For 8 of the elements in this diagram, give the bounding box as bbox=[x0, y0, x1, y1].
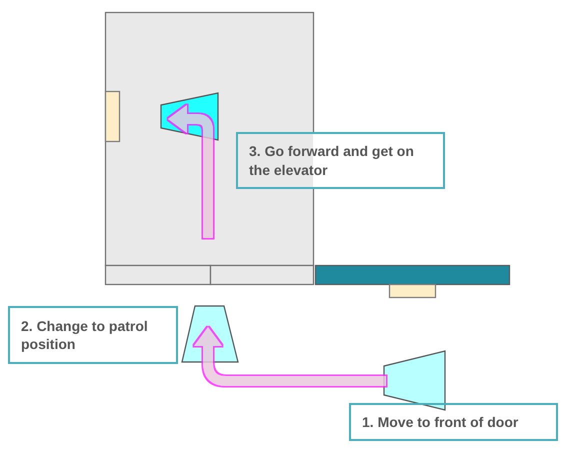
trapezoid-marker bbox=[383, 350, 446, 411]
trapezoid-marker bbox=[181, 305, 239, 363]
trapezoid-marker bbox=[160, 92, 220, 142]
step-callout: 3. Go forward and get on the elevator bbox=[236, 132, 445, 189]
arrow bbox=[194, 327, 386, 386]
step-callout: 1. Move to front of door bbox=[349, 403, 558, 441]
step-callout: 2. Change to patrol position bbox=[8, 306, 178, 364]
arrow bbox=[168, 105, 213, 238]
